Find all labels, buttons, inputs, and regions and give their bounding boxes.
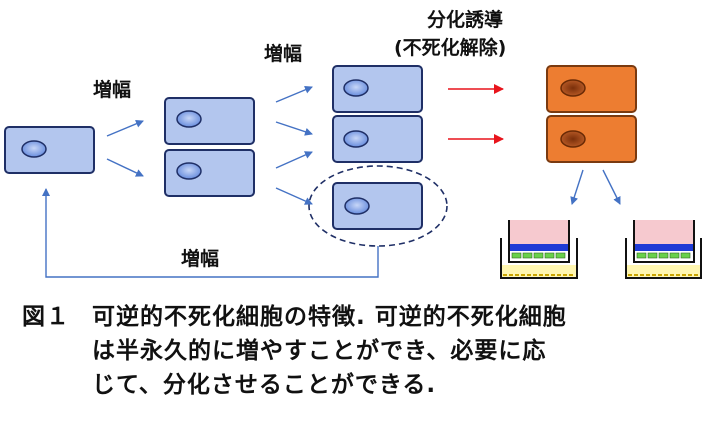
arrow [275, 121, 313, 136]
culture-dish-right [625, 220, 702, 279]
dish-base [501, 265, 577, 278]
arrow [275, 86, 313, 103]
cell-gen2-top [164, 97, 255, 145]
dish-cells [635, 244, 693, 251]
differentiation-arrows [448, 84, 504, 144]
reversible-immortalization-diagram: 増幅 増幅 増幅 分化誘導 (不死化解除) [4, 8, 702, 279]
arrow [275, 187, 313, 205]
label-differentiation: 分化誘導 [427, 8, 503, 31]
nucleus [343, 79, 369, 97]
arrow [570, 169, 584, 205]
differentiated-cell-bottom [546, 115, 637, 163]
expansion-arrows [106, 86, 621, 205]
cell-gen3-3-retained [332, 182, 423, 230]
culture-dish-left [500, 220, 578, 279]
dish-cells [510, 244, 568, 251]
figure-number: 図１ [22, 304, 70, 330]
arrow [106, 158, 144, 177]
dish-base [626, 265, 702, 278]
arrow [602, 169, 621, 205]
label-expansion-1: 増幅 [93, 78, 131, 101]
nucleus [560, 79, 586, 97]
caption-line-3: じて、分化させることができる. [92, 372, 437, 398]
cell-gen3-1 [332, 65, 423, 113]
label-expansion-loop: 増幅 [181, 247, 219, 270]
cell-gen2-bottom [164, 149, 255, 197]
arrow [106, 120, 144, 137]
dish-medium [635, 220, 693, 246]
dashed-selection-circle [308, 165, 448, 247]
caption-line-2: は半永久的に増やすことができ、必要に応 [92, 338, 547, 364]
nucleus [21, 140, 47, 158]
cell-gen3-2 [332, 115, 423, 163]
figure-caption: 図１ 可逆的不死化細胞の特徴. 可逆的不死化細胞 は半永久的に増やすことができ、必… [22, 300, 692, 402]
nucleus [344, 197, 370, 215]
label-expansion-2: 増幅 [264, 42, 302, 65]
nucleus [176, 162, 202, 180]
label-deimmortalization: (不死化解除) [394, 36, 506, 59]
nucleus [176, 110, 202, 128]
nucleus [560, 130, 586, 148]
arrow [275, 151, 313, 169]
caption-line-1: 可逆的不死化細胞の特徴. 可逆的不死化細胞 [92, 304, 567, 330]
differentiated-cell-top [546, 65, 637, 113]
stem-cell-initial [4, 126, 95, 174]
nucleus [343, 130, 369, 148]
dish-medium [510, 220, 568, 246]
self-renewal-loop-arrow [42, 188, 379, 278]
